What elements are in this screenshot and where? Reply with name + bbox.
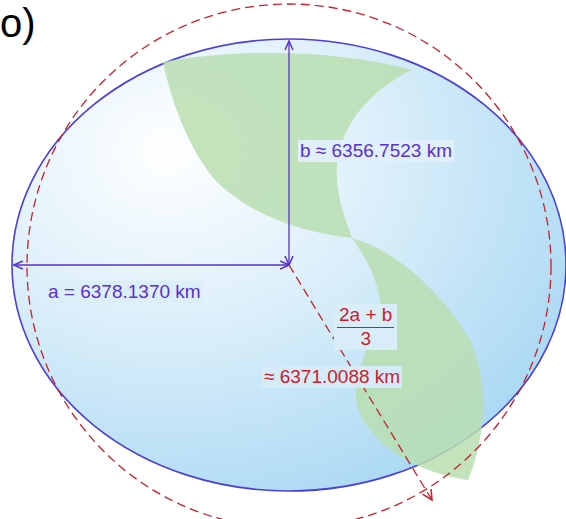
dimension-label: a = 6378.1370 km (46, 281, 203, 303)
land-shape (352, 238, 483, 480)
dimension-label: ≈ 6371.0088 km (262, 366, 402, 388)
mean-sphere (27, 4, 551, 519)
semi-minor-axis (288, 41, 289, 265)
dimension-label: 3 (360, 328, 371, 350)
dimension-label: b ≈ 6356.7523 km (298, 140, 454, 162)
fraction: 2a + b3 (334, 304, 397, 350)
semi-major-axis (14, 264, 289, 265)
dimension-label: 2a + b (337, 304, 394, 328)
panel-letter: o) (0, 0, 36, 46)
